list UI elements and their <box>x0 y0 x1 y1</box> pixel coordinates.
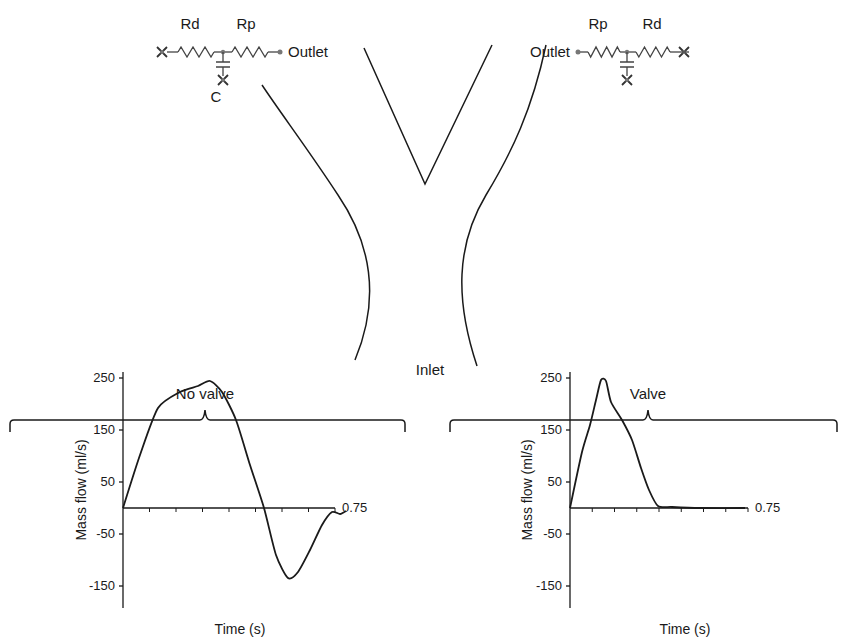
tick-label: 250 <box>540 371 562 385</box>
tick-label: 0.75 <box>342 501 367 515</box>
resistor-label: Rd <box>180 16 199 33</box>
case-label: Valve <box>630 386 666 403</box>
tick-label: 150 <box>540 423 562 437</box>
tick-label: 50 <box>101 475 115 489</box>
windkessel-circuits <box>157 47 689 85</box>
outlet-label: Outlet <box>530 44 570 61</box>
axis-title: Mass flow (ml/s) <box>74 439 89 540</box>
tick-label: 50 <box>548 475 562 489</box>
case-label: No valve <box>176 386 234 403</box>
outlet-label: Outlet <box>288 44 328 61</box>
tick-label: 250 <box>93 371 115 385</box>
tick-label: -50 <box>96 527 115 541</box>
tick-label: 0.75 <box>755 501 780 515</box>
tick-label: -150 <box>89 579 115 593</box>
capacitor-label: C <box>211 89 222 106</box>
inlet-label: Inlet <box>416 362 444 379</box>
charts <box>119 372 748 608</box>
axis-title: Time (s) <box>660 622 711 637</box>
resistor-label: Rp <box>588 16 607 33</box>
resistor-label: Rp <box>236 16 255 33</box>
tick-label: 150 <box>93 423 115 437</box>
axis-title: Time (s) <box>215 622 266 637</box>
vessel-outline <box>262 45 546 366</box>
resistor-label: Rd <box>642 16 661 33</box>
tick-label: -150 <box>536 579 562 593</box>
axis-title: Mass flow (ml/s) <box>520 439 535 540</box>
tick-label: -50 <box>543 527 562 541</box>
brackets <box>10 410 837 432</box>
